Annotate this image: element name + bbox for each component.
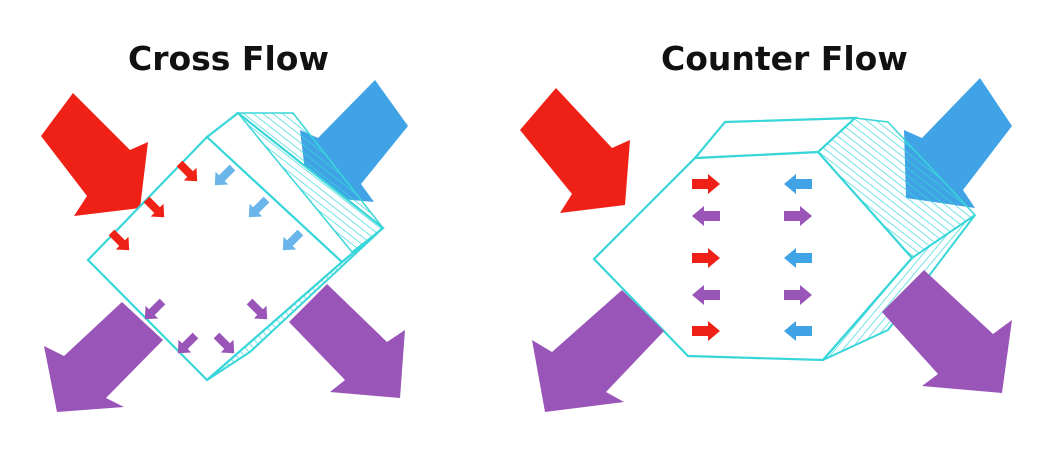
purple-outlet-arrow-left-icon: [532, 290, 664, 412]
red-arrow-icon: [108, 229, 130, 251]
red-arrow-icon: [692, 174, 720, 194]
purple-arrow-icon: [692, 206, 720, 226]
purple-outlet-arrow-left-icon: [44, 302, 163, 412]
counter-exchanger-hatch: [816, 117, 977, 259]
counter-small-arrows-left: [692, 174, 720, 341]
cross-flow-diagram: [41, 80, 408, 412]
red-arrow-icon: [692, 321, 720, 341]
blue-arrow-icon: [214, 164, 236, 186]
counter-small-arrows-right: [784, 174, 812, 341]
red-arrow-icon: [692, 248, 720, 268]
red-arrow-icon: [176, 160, 198, 182]
purple-arrow-icon: [246, 298, 268, 320]
purple-arrow-icon: [144, 298, 166, 320]
cross-exchanger-side-face: [206, 227, 384, 381]
purple-outlet-arrow-right-icon: [882, 270, 1012, 393]
red-inlet-arrow-icon: [41, 93, 148, 216]
purple-arrow-icon: [692, 285, 720, 305]
blue-arrow-icon: [282, 229, 304, 251]
purple-arrow-icon: [784, 206, 812, 226]
blue-arrow-icon: [248, 196, 270, 218]
purple-outlet-arrow-right-icon: [289, 284, 405, 398]
purple-arrow-icon: [213, 332, 235, 354]
purple-arrow-icon: [784, 285, 812, 305]
counter-flow-title: Counter Flow: [661, 39, 908, 78]
red-inlet-arrow-icon: [520, 88, 630, 213]
cross-small-arrows: [108, 160, 304, 354]
red-arrow-icon: [143, 196, 165, 218]
cross-flow-title: Cross Flow: [128, 39, 329, 78]
blue-arrow-icon: [784, 248, 812, 268]
purple-arrow-icon: [177, 332, 199, 354]
blue-arrow-icon: [784, 174, 812, 194]
blue-arrow-icon: [784, 321, 812, 341]
counter-flow-diagram: [520, 78, 1012, 412]
counter-exchanger-side-face: [822, 214, 976, 361]
